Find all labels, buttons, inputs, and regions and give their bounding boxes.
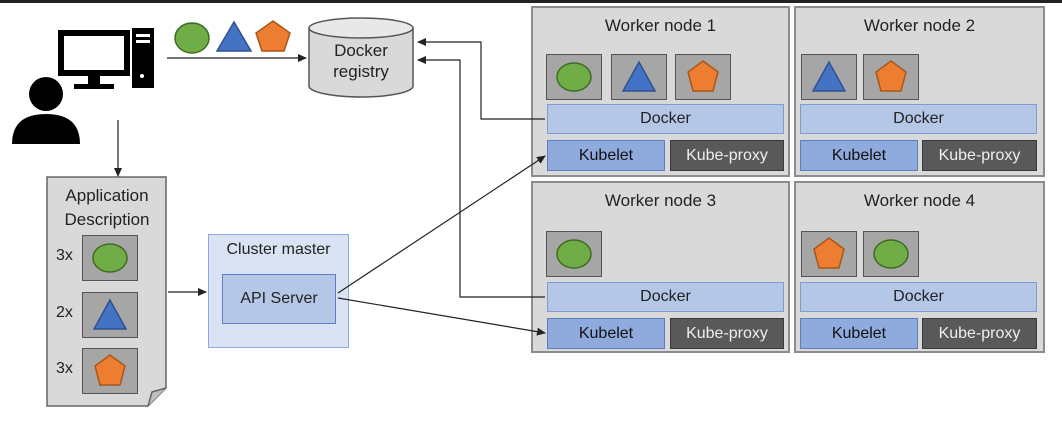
triangle-icon [811,60,847,92]
worker-node-3: Worker node 3 Docker Kubelet Kube-proxy [531,181,790,353]
kube-proxy-box: Kube-proxy [670,140,784,171]
circle-icon [556,62,592,92]
docker-bar: Docker [547,282,784,312]
docker-bar: Docker [800,282,1037,312]
kubelet-box: Kubelet [547,318,665,349]
cluster-master-box: Cluster master API Server [208,234,349,348]
worker-node-3-title: Worker node 3 [604,191,717,210]
docker-registry-cylinder [308,17,414,98]
pod-circle [546,231,602,277]
registry-label-line1: Docker [334,41,388,60]
pentagon-icon [813,237,845,269]
kubelet-box: Kubelet [800,318,918,349]
worker-node-1: Worker node 1 Docker Kubelet Kube-proxy [531,6,790,177]
docker-bar: Docker [800,104,1037,134]
docker-registry-label: Docker registry [306,40,416,82]
circle-icon [873,239,909,269]
worker-node-4-title: Worker node 4 [863,191,976,210]
node1-pull-arrow [417,38,545,120]
pod-circle [546,54,602,100]
app-description-line1: Application [65,186,149,205]
worker-node-2: Worker node 2 Docker Kubelet Kube-proxy [794,6,1045,177]
api-server-box: API Server [222,274,336,324]
worker-node-2-title: Worker node 2 [863,16,976,35]
replica-count-circle: 3x [56,247,73,264]
pod-pentagon [801,231,857,277]
app-pod-pentagon [82,348,138,394]
kubelet-box: Kubelet [800,140,918,171]
triangle-icon [621,60,657,92]
node3-pull-arrow [417,56,545,298]
pod-pentagon [675,54,731,100]
docker-bar: Docker [547,104,784,134]
circle-icon [92,243,128,273]
api-to-node3-kubelet-arrow [337,297,546,336]
pentagon-icon [687,60,719,92]
pentagon-icon [94,354,126,386]
worker-node-1-title: Worker node 1 [604,16,717,35]
pod-circle [863,231,919,277]
pod-triangle [801,54,857,100]
pod-pentagon [863,54,919,100]
kubelet-box: Kubelet [547,140,665,171]
replica-count-triangle: 2x [56,304,73,321]
app-description-title: Application Description [48,184,166,232]
kube-proxy-box: Kube-proxy [922,140,1037,171]
developer-workstation-icon [12,28,154,144]
pod-shapes-legend [174,20,291,54]
worker-node-4: Worker node 4 Docker Kubelet Kube-proxy [794,181,1045,353]
top-border-line [0,0,1062,3]
cluster-master-title: Cluster master [226,241,331,258]
api-to-node1-kubelet-arrow [337,155,546,294]
app-pod-circle [82,235,138,281]
pentagon-icon [875,60,907,92]
kube-proxy-box: Kube-proxy [670,318,784,349]
app-pod-triangle [82,292,138,338]
registry-label-line2: registry [333,62,389,81]
app-description-line2: Description [64,210,150,229]
circle-icon [556,239,592,269]
replica-count-pentagon: 3x [56,360,73,377]
triangle-icon [92,298,128,330]
pod-triangle [611,54,667,100]
kube-proxy-box: Kube-proxy [922,318,1037,349]
